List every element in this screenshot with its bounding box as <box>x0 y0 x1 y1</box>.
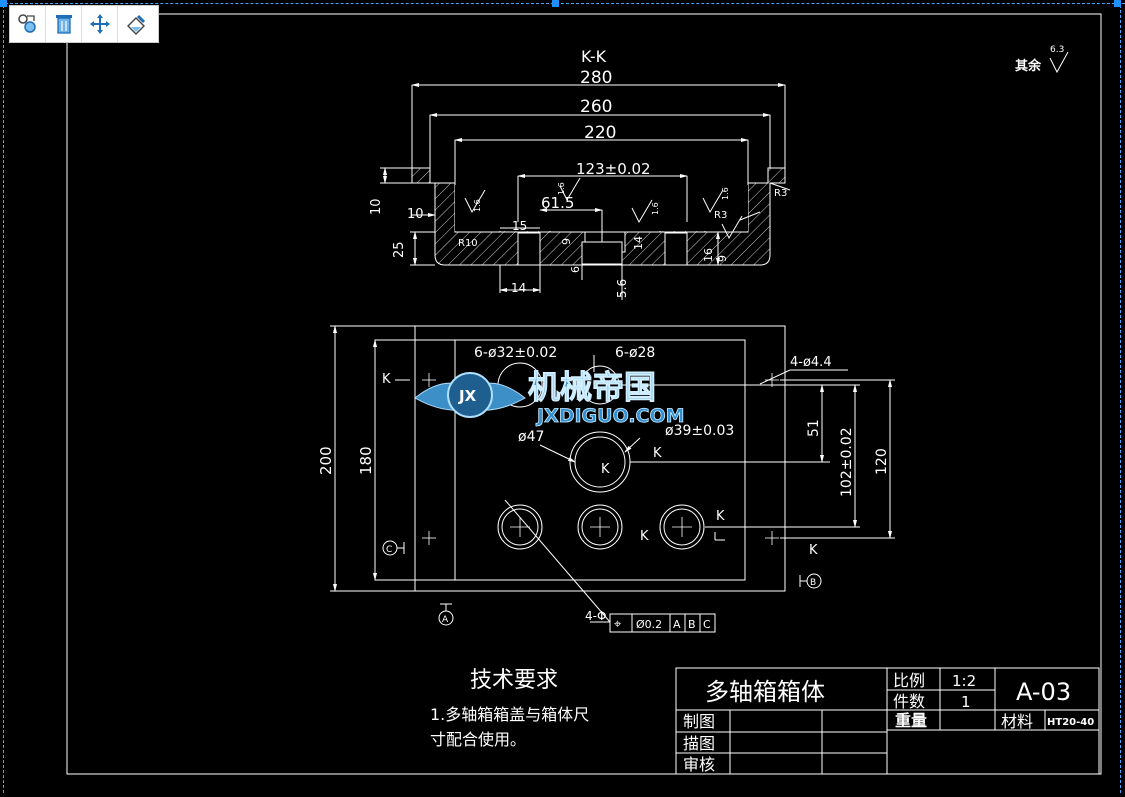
part-name: 多轴箱箱体 <box>705 678 825 706</box>
dim-hole-32: 6-ø32±0.02 <box>474 345 557 361</box>
dim-15: 15 <box>512 219 527 233</box>
tech-line-1: 1.多轴箱箱盖与箱体尺 <box>430 705 589 724</box>
section-view <box>380 83 791 300</box>
dim-hole-28: 6-ø28 <box>615 345 655 361</box>
dim-r3-top: R3 <box>774 188 787 199</box>
drawn-label: 制图 <box>683 712 715 731</box>
datum-c: C <box>386 545 392 555</box>
tech-line-2: 寸配合使用。 <box>430 730 526 749</box>
dim-r10: R10 <box>458 238 478 249</box>
dim-9: 9 <box>560 238 573 245</box>
watermark-logo: JX 机械帝国 JXDIGUO.COM <box>414 368 685 427</box>
dim-5-6: 5.6 <box>615 279 629 298</box>
traced-label: 描图 <box>683 734 715 753</box>
dim-123: 123±0.02 <box>576 160 651 178</box>
material-value: HT20-40 <box>1047 717 1094 728</box>
roughness-note: 其余 <box>1015 58 1042 74</box>
delete-button[interactable] <box>46 6 82 42</box>
dim-10-v: 10 <box>369 198 384 215</box>
k-label-6: K <box>809 543 818 558</box>
selection-edge-right <box>1120 0 1121 793</box>
tolerance-frame <box>382 540 822 633</box>
drawing-frame <box>66 13 1102 775</box>
material-label: 材料 <box>1001 712 1033 731</box>
tech-requirements: 技术要求 1.多轴箱箱盖与箱体尺 寸配合使用。 <box>430 668 589 749</box>
dim-dia-47: ø47 <box>518 429 544 445</box>
dim-61-5: 61.5 <box>541 194 574 212</box>
selection-handle-top-right[interactable] <box>1114 0 1121 7</box>
watermark-title: 机械帝国 <box>528 368 656 406</box>
dim-180: 180 <box>357 446 375 475</box>
tech-heading: 技术要求 <box>470 668 558 693</box>
selection-handle-top-middle[interactable] <box>552 0 559 7</box>
section-labels: K-K 280 260 220 123±0.02 61.5 15 10 10 2… <box>369 45 1064 298</box>
move-button[interactable] <box>82 6 118 42</box>
rough-4: 1.6 <box>721 187 730 200</box>
datum-b: B <box>810 578 816 588</box>
tol-value: Ø0.2 <box>636 618 662 631</box>
dim-260: 260 <box>580 97 612 117</box>
match-properties-icon <box>127 14 146 35</box>
drawing-number: A-03 <box>1016 678 1071 706</box>
dim-hole-4-4: 4-ø4.4 <box>790 355 832 370</box>
rough-2: 1.6 <box>557 182 566 195</box>
scale-value: 1:2 <box>952 672 976 690</box>
dim-220: 220 <box>584 123 616 143</box>
k-label-2: K <box>601 462 610 477</box>
k-label-3: K <box>653 446 662 461</box>
dim-dia-39: ø39±0.03 <box>665 423 734 439</box>
dim-14-v: 14 <box>632 236 645 250</box>
dim-51: 51 <box>806 419 822 437</box>
checked-label: 审核 <box>683 755 715 774</box>
rough-3: 1.6 <box>651 202 660 215</box>
dim-9-right: 9 <box>716 255 729 262</box>
dim-16: 16 <box>702 248 715 262</box>
k-label-1: K <box>382 372 391 387</box>
dim-6: 6 <box>569 266 582 273</box>
dim-r3-mid: R3 <box>714 210 727 221</box>
select-similar-icon <box>17 14 36 33</box>
roughness-value: 6.3 <box>1050 45 1064 55</box>
select-similar-button[interactable] <box>10 6 46 42</box>
tol-datum-c: C <box>703 618 711 631</box>
watermark-emblem: JX <box>458 387 477 405</box>
dim-10-h: 10 <box>407 207 424 222</box>
quick-toolbar <box>9 5 159 43</box>
tol-label: 4-Φ <box>585 609 606 623</box>
title-block-text: 多轴箱箱体 比例 1:2 件数 1 A-03 重量 材料 HT20-40 制图 … <box>683 671 1094 774</box>
k-label-5: K <box>716 509 725 524</box>
qty-label: 件数 <box>893 692 925 711</box>
rough-1: 1.6 <box>473 199 482 212</box>
plan-view <box>330 325 895 623</box>
move-icon <box>89 14 110 34</box>
scale-label: 比例 <box>893 671 925 690</box>
tol-position-icon: ⌖ <box>614 617 622 632</box>
dim-25: 25 <box>392 241 407 258</box>
qty-value: 1 <box>961 693 971 711</box>
plan-labels: 6-ø32±0.02 6-ø28 4-ø4.4 ø47 ø39±0.03 51 … <box>317 345 890 632</box>
title-block <box>675 667 1100 775</box>
section-title: K-K <box>581 47 607 66</box>
datum-a: A <box>442 615 449 625</box>
tol-datum-a: A <box>673 618 681 631</box>
dim-102: 102±0.02 <box>839 427 855 497</box>
dim-120: 120 <box>874 448 890 475</box>
gear-icon <box>447 372 493 418</box>
delete-icon <box>55 15 72 34</box>
dim-14-bottom: 14 <box>511 281 526 295</box>
selection-handle-top-left[interactable] <box>0 0 7 7</box>
match-properties-button[interactable] <box>118 6 154 42</box>
k-label-4: K <box>640 529 649 544</box>
roughness-symbol <box>1049 51 1069 74</box>
dim-200: 200 <box>317 446 335 475</box>
tol-datum-b: B <box>688 618 696 631</box>
watermark-site: JXDIGUO.COM <box>535 405 685 427</box>
dim-280: 280 <box>580 68 612 88</box>
selection-edge-top <box>0 3 1125 4</box>
selection-edge-left <box>3 0 4 793</box>
weight-label: 重量 <box>895 711 927 730</box>
